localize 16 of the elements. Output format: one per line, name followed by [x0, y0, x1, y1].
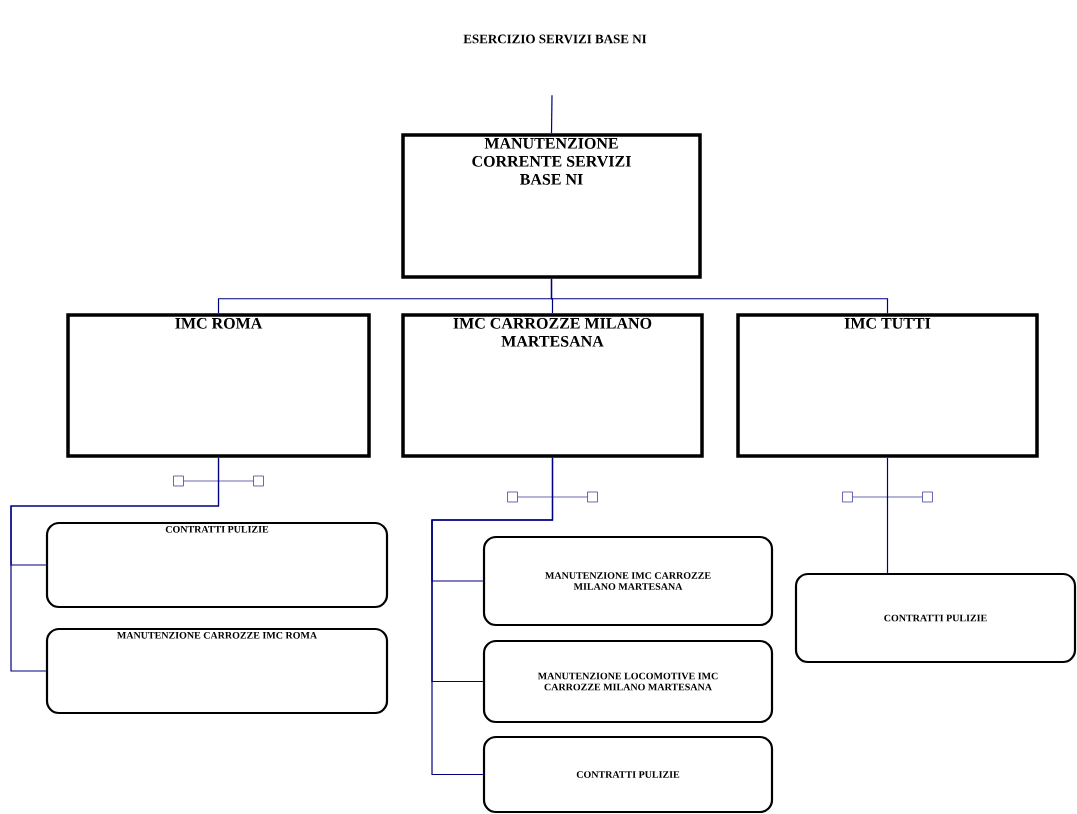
rounded-box: CONTRATTI PULIZIE — [794, 572, 1077, 664]
rounded-box: MANUTENZIONE CARROZZE IMC ROMA — [45, 627, 389, 715]
connector-line — [550, 278, 889, 314]
org-box: IMC ROMA — [66, 313, 371, 458]
org-box: MANUTENZIONE CORRENTE SERVIZI BASE NI — [401, 133, 702, 279]
title-text: ESERCIZIO SERVIZI BASE NI — [463, 34, 647, 44]
org-box: IMC CARROZZE MILANO MARTESANA — [401, 313, 704, 458]
connector-line — [886, 457, 889, 574]
rounded-box: MANUTENZIONE IMC CARROZZE MILANO MARTESANA — [482, 535, 774, 627]
rounded-box: CONTRATTI PULIZIE — [45, 521, 389, 609]
connector-line — [431, 457, 554, 776]
rounded-box: CONTRATTI PULIZIE — [482, 735, 774, 814]
connector-line — [10, 457, 220, 672]
rounded-box: MANUTENZIONE LOCOMOTIVE IMC CARROZZE MILANO MARTESANA — [482, 639, 774, 724]
connector-line — [550, 94, 553, 134]
org-box: IMC TUTTI — [736, 313, 1039, 458]
